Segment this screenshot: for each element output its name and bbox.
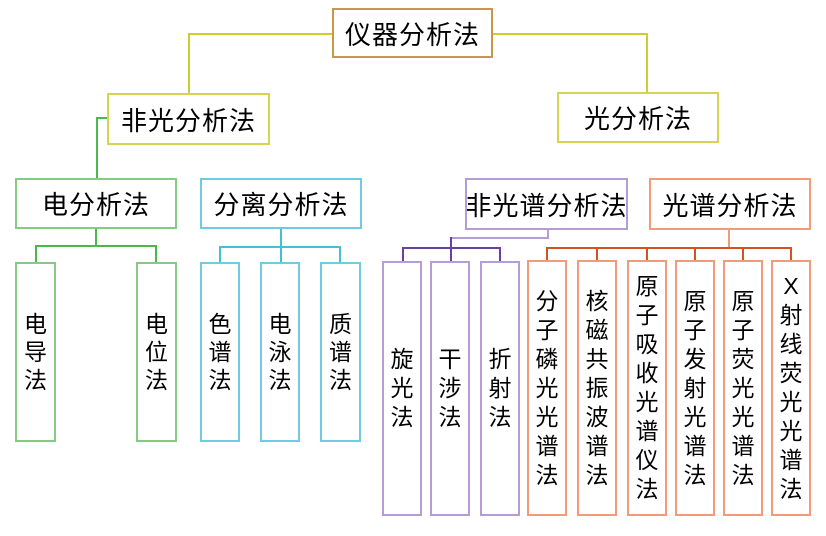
edge-root-to-nonoptical-drop bbox=[188, 33, 190, 95]
edge-drop-mass-spectrometry bbox=[339, 246, 341, 264]
edge-root-to-optical-drop bbox=[646, 33, 648, 94]
node-refractometry: 折射法 bbox=[480, 261, 520, 516]
node-atomic-absorption-spectroscopy: 原子吸收光谱仪法 bbox=[627, 260, 667, 516]
edge-nonspectro-children-rail bbox=[402, 247, 501, 249]
node-atomic-fluorescence-spectroscopy: 原子荧光光谱法 bbox=[723, 260, 763, 516]
edge-spectro-children-rail bbox=[546, 247, 792, 249]
node-molecular-phosphorescence-spectroscopy: 分子磷光光谱法 bbox=[527, 260, 567, 516]
edge-nonspectro-elbow bbox=[450, 237, 549, 239]
edge-drop-nmr bbox=[596, 247, 598, 262]
edge-root-to-nonoptical bbox=[188, 33, 334, 35]
edge-drop-aas bbox=[646, 247, 648, 262]
edge-drop-conductometry bbox=[35, 245, 37, 264]
node-atomic-emission-spectroscopy: 原子发射光谱法 bbox=[675, 260, 715, 516]
edge-drop-interferometry bbox=[450, 237, 452, 263]
node-xray-fluorescence-spectroscopy: X射线荧光光谱法 bbox=[771, 260, 811, 516]
edge-drop-afs bbox=[742, 247, 744, 262]
node-electrophoresis: 电泳法 bbox=[260, 262, 300, 442]
node-interferometry: 干涉法 bbox=[430, 261, 470, 516]
node-root: 仪器分析法 bbox=[332, 8, 493, 58]
edge-drop-mol-phosphorescence bbox=[546, 247, 548, 262]
node-nmr-spectroscopy: 核磁共振波谱法 bbox=[577, 260, 617, 516]
node-separation-analysis: 分离分析法 bbox=[200, 178, 362, 229]
edge-drop-polarimetry bbox=[402, 247, 404, 263]
node-optical-analysis: 光分析法 bbox=[557, 92, 719, 143]
node-chromatography: 色谱法 bbox=[200, 262, 240, 442]
edge-drop-refractometry bbox=[499, 247, 501, 263]
edge-drop-aes bbox=[694, 247, 696, 262]
edge-separation-children-rail bbox=[219, 246, 341, 248]
edge-drop-potentiometry bbox=[155, 245, 157, 264]
edge-drop-xrf bbox=[790, 247, 792, 262]
node-non-spectroscopic-analysis: 非光谱分析法 bbox=[465, 178, 628, 230]
edge-electro-children-rail bbox=[35, 245, 157, 247]
edge-nonoptical-to-electro bbox=[96, 117, 109, 119]
edge-optical-to-nonspectro-riser bbox=[547, 230, 549, 239]
node-conductometry: 电导法 bbox=[15, 262, 56, 442]
edge-electro-riser bbox=[95, 229, 97, 247]
edge-spectro-riser bbox=[728, 230, 730, 248]
node-potentiometry: 电位法 bbox=[136, 262, 177, 442]
node-non-optical-analysis: 非光分析法 bbox=[107, 93, 270, 145]
node-spectroscopic-analysis: 光谱分析法 bbox=[649, 178, 811, 230]
node-electro-analysis: 电分析法 bbox=[15, 178, 177, 229]
node-mass-spectrometry: 质谱法 bbox=[320, 262, 361, 442]
edge-root-to-optical bbox=[491, 33, 648, 35]
edge-drop-chromatography bbox=[219, 246, 221, 264]
node-polarimetry: 旋光法 bbox=[382, 261, 422, 516]
edge-nonoptical-to-electro-drop bbox=[96, 117, 98, 180]
